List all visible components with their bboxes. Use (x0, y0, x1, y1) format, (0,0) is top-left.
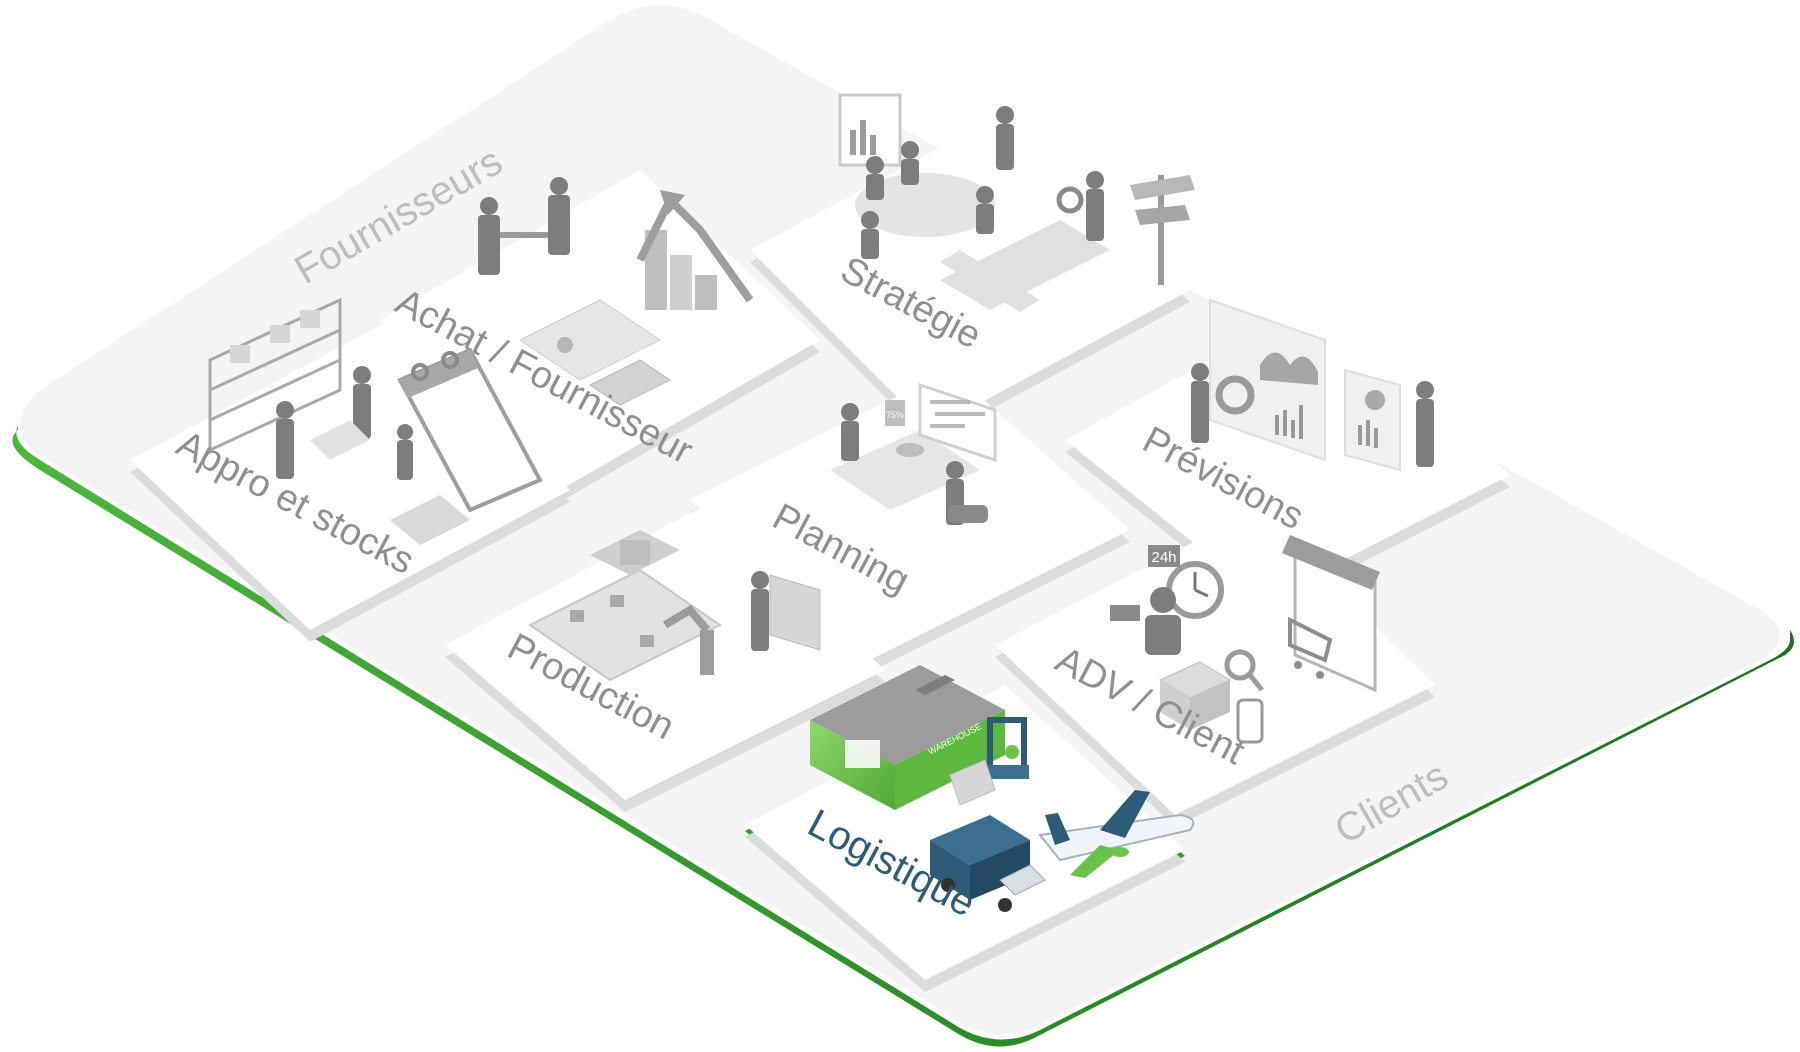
shop-front-icon (1282, 535, 1380, 693)
handshake-icon (478, 177, 570, 275)
factory-machine-icon (590, 530, 680, 575)
parcel-icon (1158, 661, 1232, 730)
boxes-icon (310, 420, 470, 545)
tile-production[interactable]: Production (445, 505, 885, 812)
shopping-cart-icon (1288, 616, 1333, 679)
gantt-board-icon (918, 382, 997, 463)
workers-icon (276, 366, 413, 480)
calendar-icon (397, 347, 543, 513)
businessman-gear-icon (1056, 171, 1104, 241)
tile-logistique[interactable]: WAREHOUSE Logistique (745, 665, 1195, 992)
magnifier-icon (1224, 649, 1264, 692)
contract-document-icon (519, 299, 661, 381)
planners-icon (841, 403, 988, 525)
percent-badge-icon: 75% (885, 400, 905, 426)
analysts-icon (1191, 363, 1434, 467)
support-agent-icon (1110, 587, 1181, 655)
clock-24h-text: 24h (1151, 549, 1176, 566)
conveyor-belt-icon (528, 568, 722, 682)
control-panel-icon (769, 574, 821, 651)
shelving-rack-icon (208, 297, 342, 453)
crossroads-icon (940, 220, 1110, 312)
planning-table-icon (830, 430, 980, 510)
airplane-icon (1038, 790, 1195, 878)
tile-strategie[interactable]: Stratégie (750, 93, 1195, 442)
signpost-icon (1130, 175, 1195, 285)
robot-arm-icon (662, 604, 714, 675)
truck-icon (930, 815, 1046, 912)
growth-chart-icon (636, 190, 754, 310)
tile-previsions[interactable]: Prévisions (1065, 298, 1510, 612)
tile-adv-client[interactable]: 24h ADV / Client (995, 510, 1435, 827)
presentation-board-icon (838, 93, 902, 167)
report-panel-icon (1344, 368, 1401, 472)
percent-badge-text: 75% (886, 410, 904, 420)
warehouse-icon: WAREHOUSE (810, 665, 1005, 810)
dashboard-screen-icon (1209, 298, 1326, 462)
tile-appro-stocks[interactable]: Appro et stocks (130, 297, 570, 642)
meeting-table-icon (855, 106, 1014, 259)
smartphone-icon (1236, 698, 1264, 744)
operator-icon (751, 571, 769, 651)
forklift-icon (949, 717, 1029, 806)
calculator-icon (589, 359, 671, 406)
